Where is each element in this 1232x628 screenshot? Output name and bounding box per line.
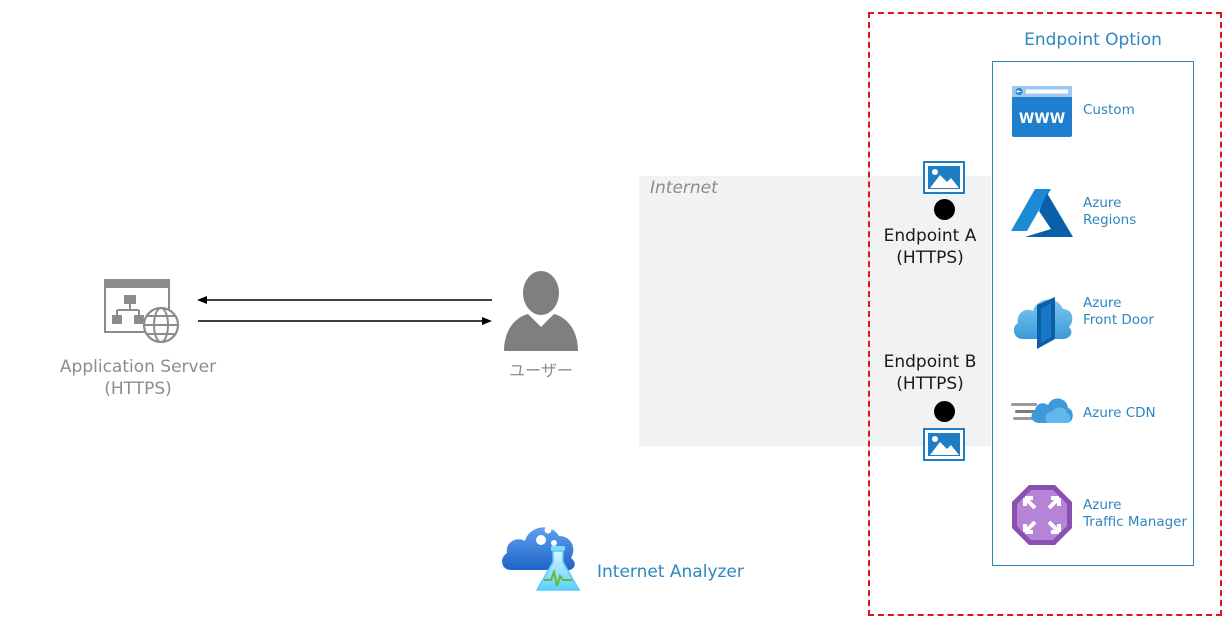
endpoint-a-label: Endpoint A (HTTPS): [870, 225, 990, 269]
option-traffic-manager-label: Azure Traffic Manager: [1083, 497, 1188, 530]
option-front-door-label: Azure Front Door: [1083, 295, 1154, 328]
app-server-label: Application Server (HTTPS): [40, 356, 236, 400]
option-azure-regions-label: Azure Regions: [1083, 195, 1137, 228]
web-server-icon: [104, 279, 184, 343]
cdn-cloud-icon: [1011, 395, 1073, 427]
option-cdn-label: Azure CDN: [1083, 405, 1156, 421]
endpoint-option-boundary: [868, 12, 1222, 616]
internet-label: Internet: [650, 178, 718, 198]
cloud-flask-icon: [499, 512, 585, 594]
endpoint-b-dot: [934, 401, 955, 422]
endpoint-a-line2: (HTTPS): [896, 248, 964, 268]
request-arrows: [196, 293, 496, 327]
internet-zone: [639, 176, 991, 446]
endpoint-a-line1: Endpoint A: [883, 226, 977, 246]
internet-analyzer-label: Internet Analyzer: [597, 562, 744, 582]
user-label: ユーザー: [509, 361, 573, 380]
www-browser-icon: WWW: [1012, 86, 1072, 137]
app-server-label-line2: (HTTPS): [104, 379, 172, 399]
endpoint-b-line2: (HTTPS): [896, 374, 964, 394]
endpoint-a-dot: [934, 199, 955, 220]
svg-text:WWW: WWW: [1019, 111, 1065, 127]
traffic-manager-icon: [1011, 484, 1073, 546]
endpoint-b-label: Endpoint B (HTTPS): [870, 351, 990, 395]
azure-logo-icon: [1011, 189, 1073, 237]
endpoint-b-line1: Endpoint B: [883, 352, 977, 372]
image-icon: [923, 161, 965, 194]
option-custom-label: Custom: [1083, 102, 1135, 118]
user-icon: [502, 269, 580, 351]
app-server-label-line1: Application Server: [59, 357, 217, 377]
front-door-icon: [1011, 293, 1073, 349]
image-icon: [923, 428, 965, 461]
endpoint-option-title: Endpoint Option: [1024, 30, 1162, 50]
